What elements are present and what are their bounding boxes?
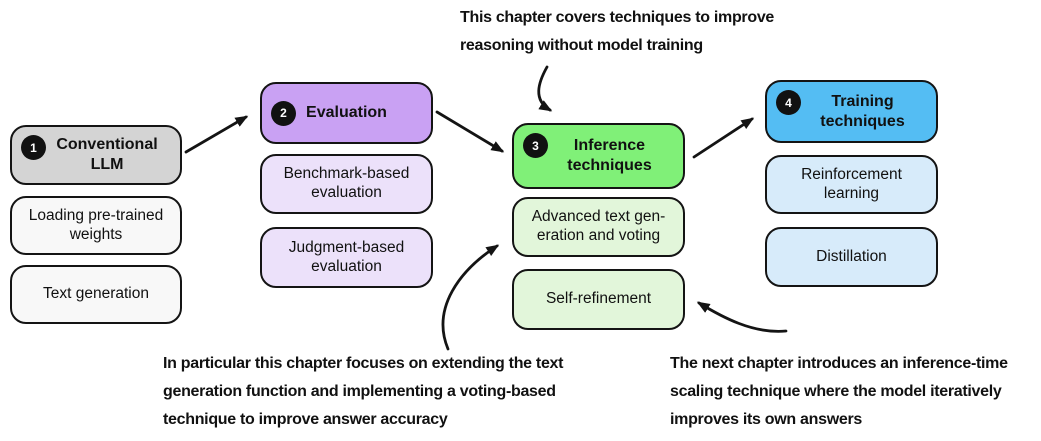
group-title: Conventional LLM: [56, 136, 158, 173]
box-loading-pretrained-weights: Loading pre-trained weights: [10, 196, 182, 255]
step-4-badge: 4: [776, 90, 801, 115]
box-benchmark-based-evaluation: Benchmark-based evaluation: [260, 154, 433, 214]
annotation-bottom-right-next-chapter: The next chapter introduces an inference…: [670, 355, 1008, 428]
step-3-badge: 3: [523, 133, 548, 158]
arrow-evaluation-to-inference: [435, 110, 505, 153]
group-title: Inference techniques: [567, 137, 652, 174]
annotation-top-chapter-covers: This chapter covers techniques to improv…: [460, 9, 775, 54]
box-advanced-text-generation-voting: Advanced text gen- eration and voting: [512, 197, 685, 257]
box-self-refinement: Self-refinement: [512, 269, 685, 330]
step-2-badge: 2: [271, 100, 296, 126]
box-distillation: Distillation: [765, 227, 938, 287]
group-title: Training techniques: [820, 92, 905, 130]
group-header-inference-techniques: 3 Inference techniques: [512, 123, 685, 189]
box-text-generation: Text generation: [10, 265, 182, 324]
arrow-top-note-to-inference: [537, 65, 553, 112]
box-reinforcement-learning: Reinforcement learning: [765, 155, 938, 214]
box-judgment-based-evaluation: Judgment-based evaluation: [260, 227, 433, 288]
arrow-llm-to-evaluation: [184, 115, 249, 154]
group-header-evaluation: 2 Evaluation: [260, 82, 433, 144]
annotation-bottom-left-focus: In particular this chapter focuses on ex…: [163, 355, 564, 428]
group-title: Evaluation: [306, 104, 387, 122]
arrow-inference-to-training: [692, 117, 755, 159]
step-1-badge: 1: [21, 135, 46, 160]
arrow-note-to-self-refinement: [696, 301, 788, 333]
arrow-note-to-advanced-text-generation: [441, 244, 500, 351]
group-header-training-techniques: 4 Training techniques: [765, 80, 938, 143]
group-header-conventional-llm: 1 Conventional LLM: [10, 125, 182, 185]
